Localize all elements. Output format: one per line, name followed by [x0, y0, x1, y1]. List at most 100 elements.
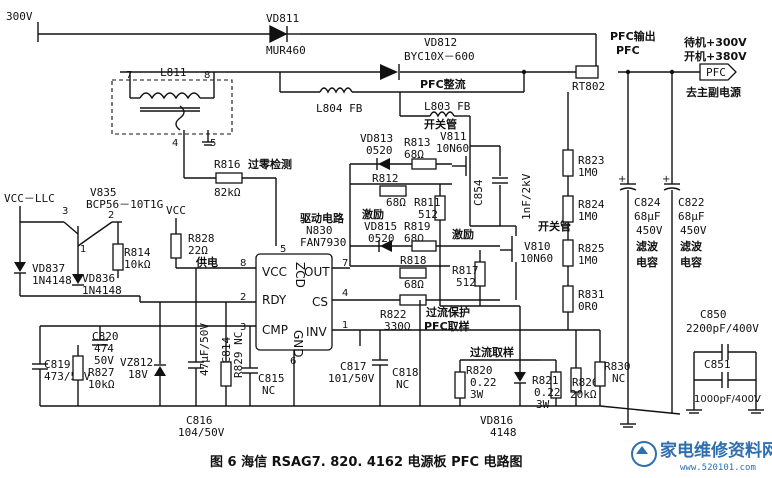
svg-text:4148: 4148	[490, 426, 517, 439]
svg-text:CS: CS	[312, 295, 328, 309]
svg-text:电容: 电容	[636, 255, 658, 269]
ic-fan7930: VCC ZCD OUT RDY CS CMP INV GND 驱动电路 N830…	[40, 211, 560, 406]
svg-text:V835: V835	[90, 186, 117, 199]
mosfet-v810: 开关管 V810 10N60	[470, 219, 571, 300]
figure-caption: 图 6 海信 RSAG7. 820. 4162 电源板 PFC 电路图	[210, 454, 523, 470]
svg-text:过零检测: 过零检测	[248, 157, 292, 171]
svg-text:6: 6	[290, 356, 296, 367]
input-rail: 300V	[6, 10, 597, 72]
svg-text:开关管: 开关管	[424, 117, 457, 131]
svg-text:7: 7	[126, 70, 132, 81]
svg-text:驱动电路: 驱动电路	[300, 211, 345, 225]
svg-text:0R0: 0R0	[578, 300, 598, 313]
svg-text:82kΩ: 82kΩ	[214, 186, 241, 199]
svg-text:512: 512	[456, 276, 476, 289]
svg-text:18V: 18V	[128, 368, 148, 381]
svg-text:L804 FB: L804 FB	[316, 102, 363, 115]
label-vd812: VD812	[424, 36, 457, 49]
svg-text:R831: R831	[578, 288, 605, 301]
svg-text:450V: 450V	[680, 224, 707, 237]
watermark: 家电维修资料网 www.520101.com	[631, 440, 772, 473]
svg-text:2: 2	[240, 292, 246, 303]
svg-text:INV: INV	[306, 325, 328, 339]
label-mur460: MUR460	[266, 44, 306, 57]
svg-text:C815: C815	[258, 372, 285, 385]
svg-text:VD813: VD813	[360, 132, 393, 145]
svg-text:滤波: 滤波	[636, 239, 659, 253]
resistor-r829: R829 NC	[220, 302, 245, 406]
svg-text:C818: C818	[392, 366, 419, 379]
svg-text:473/50V: 473/50V	[44, 370, 91, 383]
svg-text:10kΩ: 10kΩ	[124, 258, 151, 271]
capacitor-c820: C820 474 50V	[92, 326, 119, 367]
svg-text:10N60: 10N60	[436, 142, 469, 155]
svg-text:R822: R822	[380, 308, 407, 321]
svg-text:0520: 0520	[368, 232, 395, 245]
svg-text:RDY: RDY	[262, 293, 287, 307]
label-standby: 待机+300V	[683, 35, 747, 49]
svg-text:3W: 3W	[470, 388, 484, 401]
svg-text:激励: 激励	[452, 227, 474, 241]
svg-text:C854: C854	[472, 179, 485, 206]
mosfet-v811: 开关管 V811 10N60	[424, 117, 471, 226]
label-byc10x: BYC10X－600	[404, 50, 475, 63]
resistor-r817: R817 512	[440, 250, 520, 307]
svg-text:1M0: 1M0	[578, 210, 598, 223]
svg-text:R826: R826	[572, 376, 599, 389]
svg-text:C822: C822	[678, 196, 705, 209]
gate-drive-upper: VD813 0520 R813 68Ω R812 68Ω R811 512	[349, 132, 452, 306]
svg-text:22Ω: 22Ω	[188, 244, 208, 257]
svg-text:68Ω: 68Ω	[404, 278, 424, 291]
svg-text:L803 FB: L803 FB	[424, 100, 471, 113]
diode-vd811: VD811 MUR460	[266, 12, 306, 57]
resistor-r827: R827 10kΩ	[72, 345, 115, 406]
filter-capacitors: + C824 68μF 450V 滤波 电容 + C822 68μF 450V …	[618, 72, 707, 414]
svg-text:R812: R812	[372, 172, 399, 185]
svg-text:C824: C824	[634, 196, 661, 209]
watermark-url: www.520101.com	[680, 463, 756, 473]
label-pfc-rectify: PFC整流	[420, 77, 466, 91]
svg-text:R814: R814	[124, 246, 151, 259]
label-on: 开机+380V	[684, 49, 747, 63]
capacitors-c850-c851: C850 2200pF/400V C851 1000pF/400V	[686, 308, 764, 414]
svg-text:R825: R825	[578, 242, 605, 255]
svg-text:512: 512	[418, 208, 438, 221]
svg-text:VZ812: VZ812	[120, 356, 153, 369]
svg-text:5: 5	[210, 138, 216, 149]
svg-text:供电: 供电	[195, 255, 218, 269]
label-vd811: VD811	[266, 12, 299, 25]
svg-text:R811: R811	[414, 196, 441, 209]
svg-text:R823: R823	[578, 154, 605, 167]
svg-text:10N60: 10N60	[520, 252, 553, 265]
svg-text:+: +	[618, 174, 626, 185]
svg-text:VD815: VD815	[364, 220, 397, 233]
diodes-vd837-vd836: VD837 1N4148 VD836 1N4148	[14, 222, 140, 297]
svg-text:VD816: VD816	[480, 414, 513, 427]
pfc-output-rail	[37, 34, 700, 75]
svg-text:+: +	[662, 174, 670, 185]
svg-text:R817: R817	[452, 264, 479, 277]
svg-text:2200pF/400V: 2200pF/400V	[686, 322, 759, 335]
svg-text:V811: V811	[440, 130, 467, 143]
svg-text:ZCD: ZCD	[293, 262, 307, 288]
svg-text:1: 1	[342, 320, 348, 331]
svg-text:R829 NC: R829 NC	[232, 332, 245, 378]
svg-text:VD837: VD837	[32, 262, 65, 275]
svg-text:OUT: OUT	[304, 265, 330, 279]
svg-text:R820: R820	[466, 364, 493, 377]
svg-text:4: 4	[172, 138, 178, 149]
svg-text:C819: C819	[44, 358, 71, 371]
ground-rail	[40, 405, 681, 428]
svg-text:R830: R830	[604, 360, 631, 373]
svg-text:47μF/50V: 47μF/50V	[198, 323, 211, 376]
svg-text:R821: R821	[532, 374, 559, 387]
svg-text:C820: C820	[92, 330, 119, 343]
gate-drive-lower: 激励 VD815 0520 R819 68Ω R818 68Ω 激励	[350, 207, 500, 291]
svg-text:5: 5	[280, 244, 286, 255]
svg-text:VCC: VCC	[262, 265, 287, 279]
svg-text:L811: L811	[160, 66, 187, 79]
capacitor-c854: C854 1nF/2kV	[470, 145, 533, 226]
svg-text:68Ω: 68Ω	[386, 196, 406, 209]
svg-text:330Ω: 330Ω	[384, 320, 411, 333]
diode-vd812: VD812 BYC10X－600 PFC整流	[380, 36, 475, 91]
